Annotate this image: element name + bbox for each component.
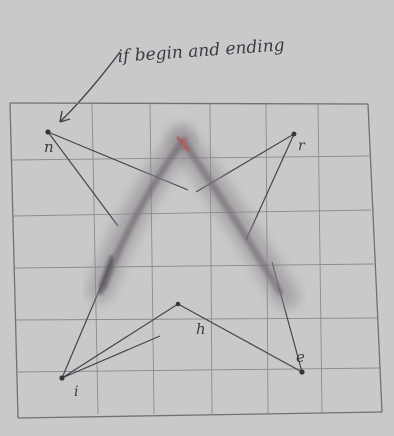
label-bottom-right: e (296, 348, 305, 366)
point-bottom-right (299, 369, 304, 374)
point-top-left (45, 129, 50, 134)
label-bottom-left: i (74, 384, 78, 400)
point-bottom-left (59, 375, 64, 380)
label-top-left: n (44, 138, 54, 156)
point-center (176, 302, 181, 307)
point-top-right (292, 132, 297, 137)
label-center: h (196, 320, 206, 338)
